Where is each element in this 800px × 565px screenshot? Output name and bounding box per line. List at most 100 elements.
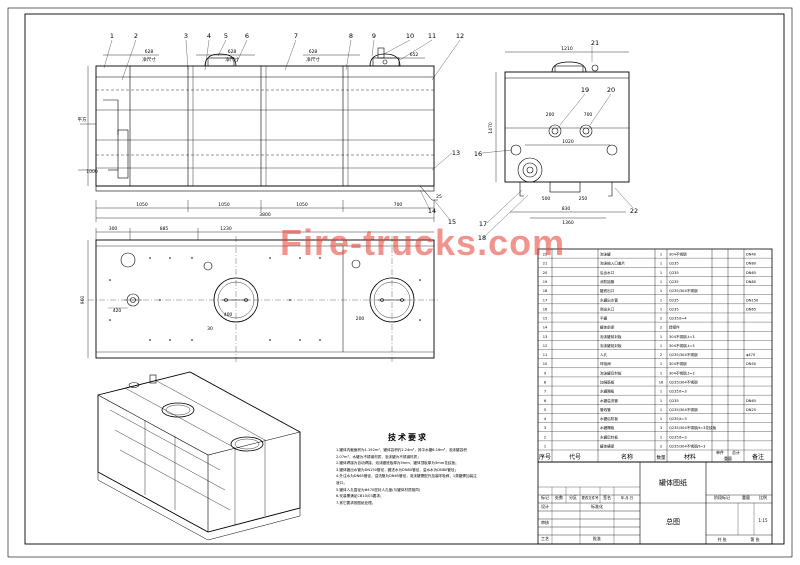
bom-cell-mat: Q235/t=4 xyxy=(669,317,687,321)
bom-cell-no: 15 xyxy=(543,317,548,321)
bom-cell-qty: 1 xyxy=(660,408,662,412)
bom-cell-name: 水罐隔板 xyxy=(600,425,615,430)
note-line: 6.安装需满足CB10/03要求； xyxy=(336,494,384,499)
bom-cell-no: 21 xyxy=(543,262,548,266)
bom-cell-mat: Q235/304不锈钢 xyxy=(669,288,698,293)
role-approve: 批准 xyxy=(593,535,601,541)
bom-cell-qty: 16 xyxy=(659,380,664,384)
drawing-name: 罐体图纸 xyxy=(659,478,687,487)
bom-cell-name: 平罐 xyxy=(600,316,608,321)
bom-cell-no: 1 xyxy=(544,444,546,448)
bom-cell-mat: 304不锈钢,t=3 xyxy=(669,334,695,339)
bom-cell-mat: Q235 xyxy=(669,307,679,311)
dim-text: 628 xyxy=(145,49,154,55)
bom-cell-qty: 1 xyxy=(660,271,662,275)
bom-cell-mat: 304不锈钢 xyxy=(669,252,687,257)
bom-cell-mat: Q235 xyxy=(669,399,679,403)
bom-cell-name: 水罐隔板 xyxy=(600,389,615,394)
dim-text: 1050 xyxy=(136,202,148,208)
role-process: 工艺 xyxy=(541,536,549,541)
note-line: 7.其它要求按图纸处理。 xyxy=(336,500,376,505)
bom-cell-qty: 1 xyxy=(660,399,662,403)
bom-cell-note: DN65 xyxy=(746,399,756,403)
bom-cell-no: 11 xyxy=(543,353,548,357)
bom-cell-no: 17 xyxy=(543,298,548,302)
dim-text: 400 xyxy=(224,312,233,318)
note-line: 2.07m³，水罐为不锈钢材质，泡沫罐为不锈钢材质； xyxy=(336,454,421,459)
dim-text: 628 xyxy=(309,49,318,55)
role-std: 标准化 xyxy=(591,503,603,509)
bom-cell-mat: Q235/304不锈钢/t=3花纹板 xyxy=(669,425,717,430)
bom-header-total: 总计 xyxy=(732,449,740,455)
bom-cell-qty: 2 xyxy=(660,317,662,321)
bom-cell-no: 22 xyxy=(543,253,548,257)
bom-cell-mat: Q235 xyxy=(669,262,679,266)
balloon: 11 xyxy=(428,32,436,40)
bom-header-note: 备注 xyxy=(752,453,764,461)
balloon: 2 xyxy=(134,32,138,40)
dim-text: 830 xyxy=(562,206,571,212)
balloon: 10 xyxy=(406,32,414,40)
bom-cell-qty: 1 xyxy=(660,371,662,375)
side-elevation-view xyxy=(481,46,634,238)
bom-cell-name: 泡沫抽入口盖片 xyxy=(600,261,626,266)
balloon: 4 xyxy=(207,32,211,40)
side-part-balloons: 16 17 18 19 20 21 22 xyxy=(474,39,638,242)
bom-header: 序号 代号 名称 数量 材料 单件 总计 重量 备注 xyxy=(539,449,764,461)
scale-label: 比例 xyxy=(759,494,767,500)
balloon: 3 xyxy=(184,32,188,40)
dim-text: 960 xyxy=(80,296,86,305)
bom-cell-name: 泡沫罐 xyxy=(600,252,611,257)
dim-text: 1360 xyxy=(562,220,574,226)
rev-label: 分区 xyxy=(569,494,577,500)
bom-cell-note: φ470 xyxy=(746,353,756,357)
bom-cell-mat: Q235/304不锈钢 xyxy=(669,379,698,384)
dim-text: 250 xyxy=(579,196,588,202)
bom-cell-no: 8 xyxy=(544,380,547,384)
bom-cell-mat: Q235 xyxy=(669,298,679,302)
bom-cell-name: 侧出水口 xyxy=(600,306,615,311)
bom-cell-name: 后出水口 xyxy=(600,270,615,275)
dim-text: 30 xyxy=(207,326,213,332)
bom-cell-no: 16 xyxy=(543,307,548,311)
balloon: 7 xyxy=(294,32,298,40)
rev-label: 处数 xyxy=(555,494,563,500)
bom-cell-no: 20 xyxy=(543,271,548,275)
bom-cell-no: 18 xyxy=(543,289,548,293)
bom-cell-mat: Q235 xyxy=(669,271,679,275)
bom-cell-no: 4 xyxy=(544,417,547,421)
watermark: Fire-trucks.com xyxy=(280,222,566,263)
bom-header-mat: 材料 xyxy=(684,453,696,461)
bom-cell-note: DN65 xyxy=(746,271,756,275)
balloon: 8 xyxy=(349,32,353,40)
title-block xyxy=(537,461,773,545)
balloon: 1 xyxy=(110,32,114,40)
bom-cell-no: 19 xyxy=(543,280,548,284)
bom-cell-no: 14 xyxy=(543,326,548,330)
bom-header-unit: 单件 xyxy=(716,449,724,455)
bom-cell-note: DN50 xyxy=(746,362,757,366)
stage-label: 阶段标记 xyxy=(714,494,730,500)
balloon: 16 xyxy=(474,150,482,158)
dim-text: 652 xyxy=(410,52,419,58)
title-block-text: 罐体图纸 总图 标记 处数 分区 更改文件号 签名 年.月.日 设计 标准化 审… xyxy=(541,478,768,542)
role-check: 审核 xyxy=(541,519,549,525)
bom-cell-name: 泡沫罐前封板 xyxy=(600,343,622,348)
bom-cell-qty: 1 xyxy=(660,335,662,339)
bom-cell-note: DN150 xyxy=(746,298,759,302)
bom-cell-qty: 1 xyxy=(660,289,662,293)
balloon: 14 xyxy=(428,207,436,215)
sheet-total: 共 张 xyxy=(717,536,726,542)
note-line: 液口； xyxy=(336,480,347,485)
bom-cell-mat: Q235/304不锈钢 xyxy=(669,407,698,412)
dim-text: 300 xyxy=(109,226,118,232)
bom-cell-no: 2 xyxy=(544,435,546,439)
bom-cell-qty: 1 xyxy=(660,390,662,394)
dim-text: 1050 xyxy=(218,202,230,208)
water-level-label: 平方 xyxy=(78,116,87,123)
bom-cell-qty: 1 xyxy=(660,435,662,439)
bom-cell-name: 人孔 xyxy=(600,352,608,357)
note-line: 1.罐体内截面积为1.192m²，罐体容积约2.24m³，其中水罐6.16m³，… xyxy=(336,448,467,452)
bom-cell-mat: Q235/t=3 xyxy=(669,417,687,421)
